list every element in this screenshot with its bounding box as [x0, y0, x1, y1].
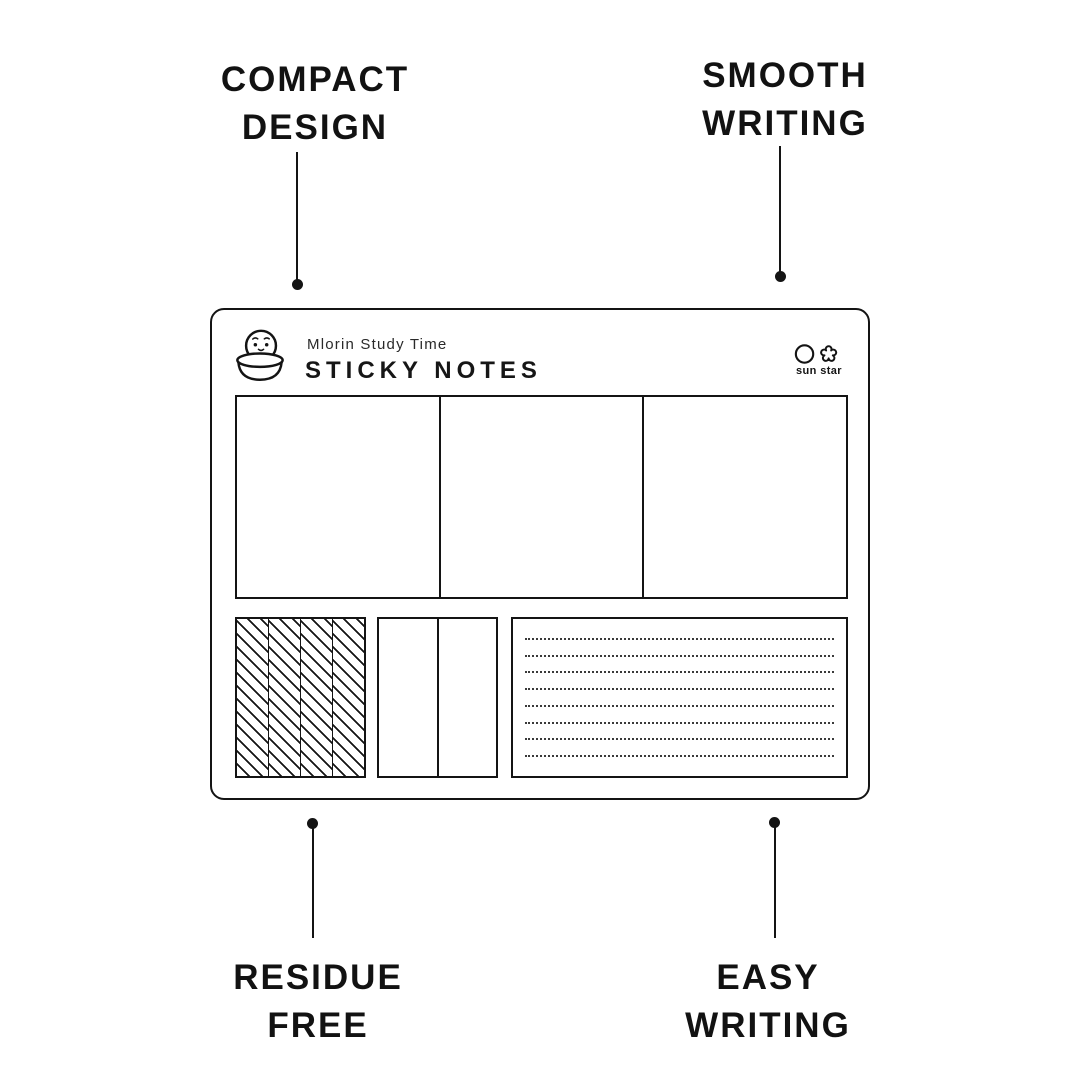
connector-dot [775, 271, 786, 282]
feature-label-easy-writing: EASY WRITING [608, 954, 928, 1050]
blank-notes-row [235, 395, 848, 599]
narrow-note [379, 619, 437, 776]
feature-label-residue-free: RESIDUE FREE [158, 954, 478, 1050]
sunstar-logo: sun star [784, 342, 854, 377]
mlorin-cup-character-icon [236, 329, 284, 381]
connector-dot [769, 817, 780, 828]
ruled-line [525, 688, 834, 691]
feature-label-compact-design: COMPACT DESIGN [155, 56, 475, 152]
ruled-line [525, 671, 834, 674]
stripe-strip [237, 619, 268, 776]
feature-line: COMPACT [220, 60, 410, 99]
feature-line: EASY [716, 958, 820, 997]
connector-line [779, 146, 781, 276]
connector-line [312, 824, 314, 938]
striped-note-pad [235, 617, 366, 778]
feature-line: DESIGN [241, 108, 389, 147]
narrow-note [436, 619, 497, 776]
feature-line: WRITING [702, 104, 868, 143]
blank-note [237, 397, 439, 597]
product-title: STICKY NOTES [305, 357, 542, 384]
stripe-strip [268, 619, 300, 776]
blank-note [642, 397, 847, 597]
circle-and-flower-logo-icon [794, 344, 838, 364]
feature-line: WRITING [685, 1006, 851, 1045]
ruled-line [525, 738, 834, 741]
narrow-note-pads [377, 617, 498, 778]
connector-line [296, 152, 298, 284]
connector-line [774, 823, 776, 938]
logo-text: sun star [796, 365, 842, 377]
connector-dot [307, 818, 318, 829]
ruled-line [525, 704, 834, 707]
feature-line: SMOOTH [702, 56, 868, 95]
feature-line: RESIDUE [233, 958, 403, 997]
sticky-notes-sheet: Mlorin Study Time STICKY NOTES sun star [210, 308, 870, 800]
connector-dot [292, 279, 303, 290]
ruled-line [525, 637, 834, 640]
brand-line: Mlorin Study Time [307, 336, 448, 353]
ruled-line [525, 755, 834, 758]
ruled-line [525, 721, 834, 724]
blank-note [438, 397, 643, 597]
ruled-note-pad [511, 617, 848, 778]
feature-label-smooth-writing: SMOOTH WRITING [625, 52, 945, 148]
ruled-line [525, 654, 834, 657]
stripe-strip [300, 619, 332, 776]
feature-line: FREE [267, 1006, 369, 1045]
stripe-strip [332, 619, 364, 776]
